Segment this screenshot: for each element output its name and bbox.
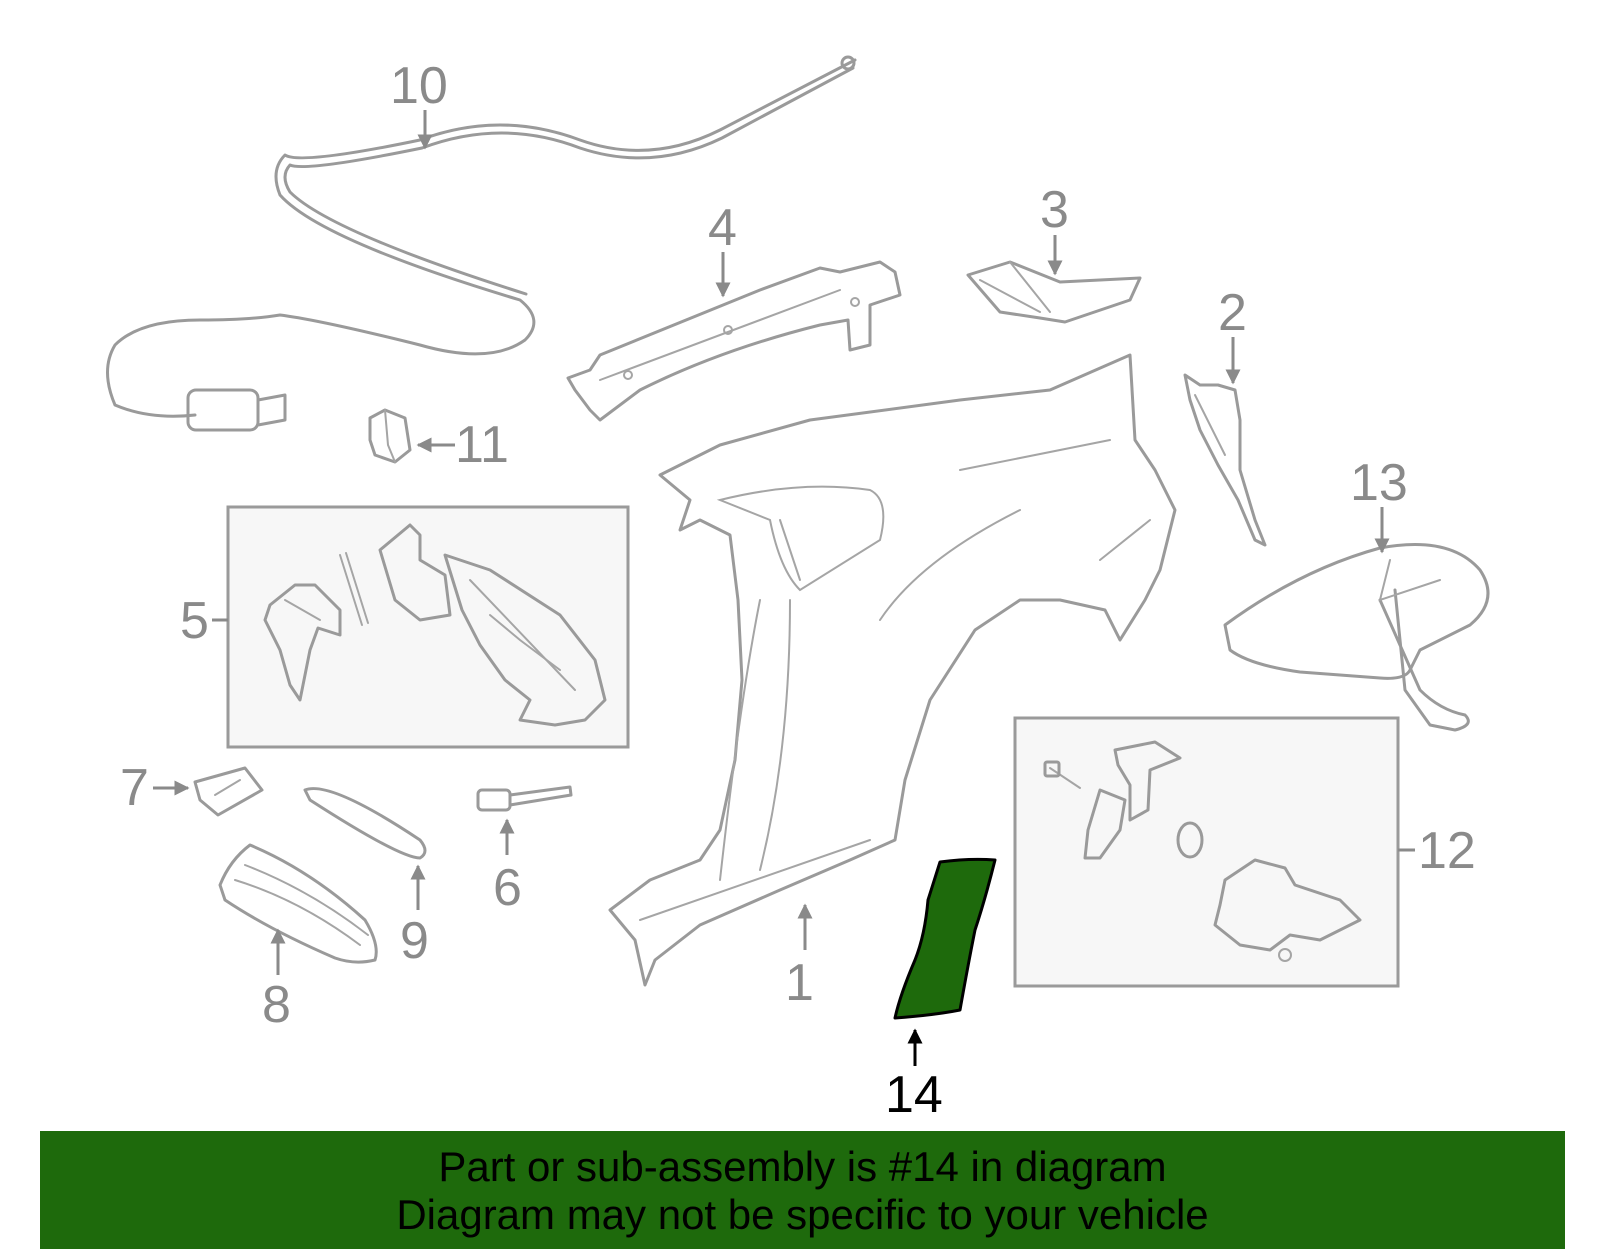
part-14-highlighted [893, 857, 997, 1020]
callout-12: 12 [1418, 822, 1476, 880]
part-7-clip [193, 766, 264, 817]
info-banner: Part or sub-assembly is #14 in diagram D… [40, 1131, 1565, 1249]
part-11-clip [368, 408, 412, 464]
box-12 [1013, 716, 1400, 988]
banner-line-1: Part or sub-assembly is #14 in diagram [438, 1143, 1167, 1190]
callout-3: 3 [1040, 181, 1069, 239]
callout-4: 4 [708, 199, 737, 257]
callout-7: 7 [120, 759, 149, 817]
callout-13: 13 [1350, 454, 1408, 512]
part-3-bracket [966, 260, 1142, 324]
part-4-rail [566, 260, 902, 422]
part-6-bolt [476, 785, 573, 812]
callout-10: 10 [390, 57, 448, 115]
banner-line-2: Diagram may not be specific to your vehi… [396, 1191, 1209, 1238]
callout-5: 5 [180, 592, 209, 650]
callout-11: 11 [455, 416, 509, 474]
box-5 [226, 505, 630, 749]
callout-1: 1 [785, 954, 814, 1012]
callout-14: 14 [885, 1066, 943, 1124]
part-10-cable [106, 55, 857, 432]
callout-9: 9 [400, 912, 429, 970]
callout-6: 6 [493, 859, 522, 917]
part-2-brace [1183, 373, 1267, 547]
part-8-bumper [218, 843, 378, 964]
part-13-panel [1223, 542, 1490, 732]
part-1-quarter-panel [608, 353, 1177, 987]
part-12-assembly [1043, 740, 1362, 962]
part-5-assembly [263, 523, 607, 727]
callout-2: 2 [1218, 284, 1247, 342]
callout-8: 8 [262, 976, 291, 1034]
part-9-seal [303, 787, 427, 860]
